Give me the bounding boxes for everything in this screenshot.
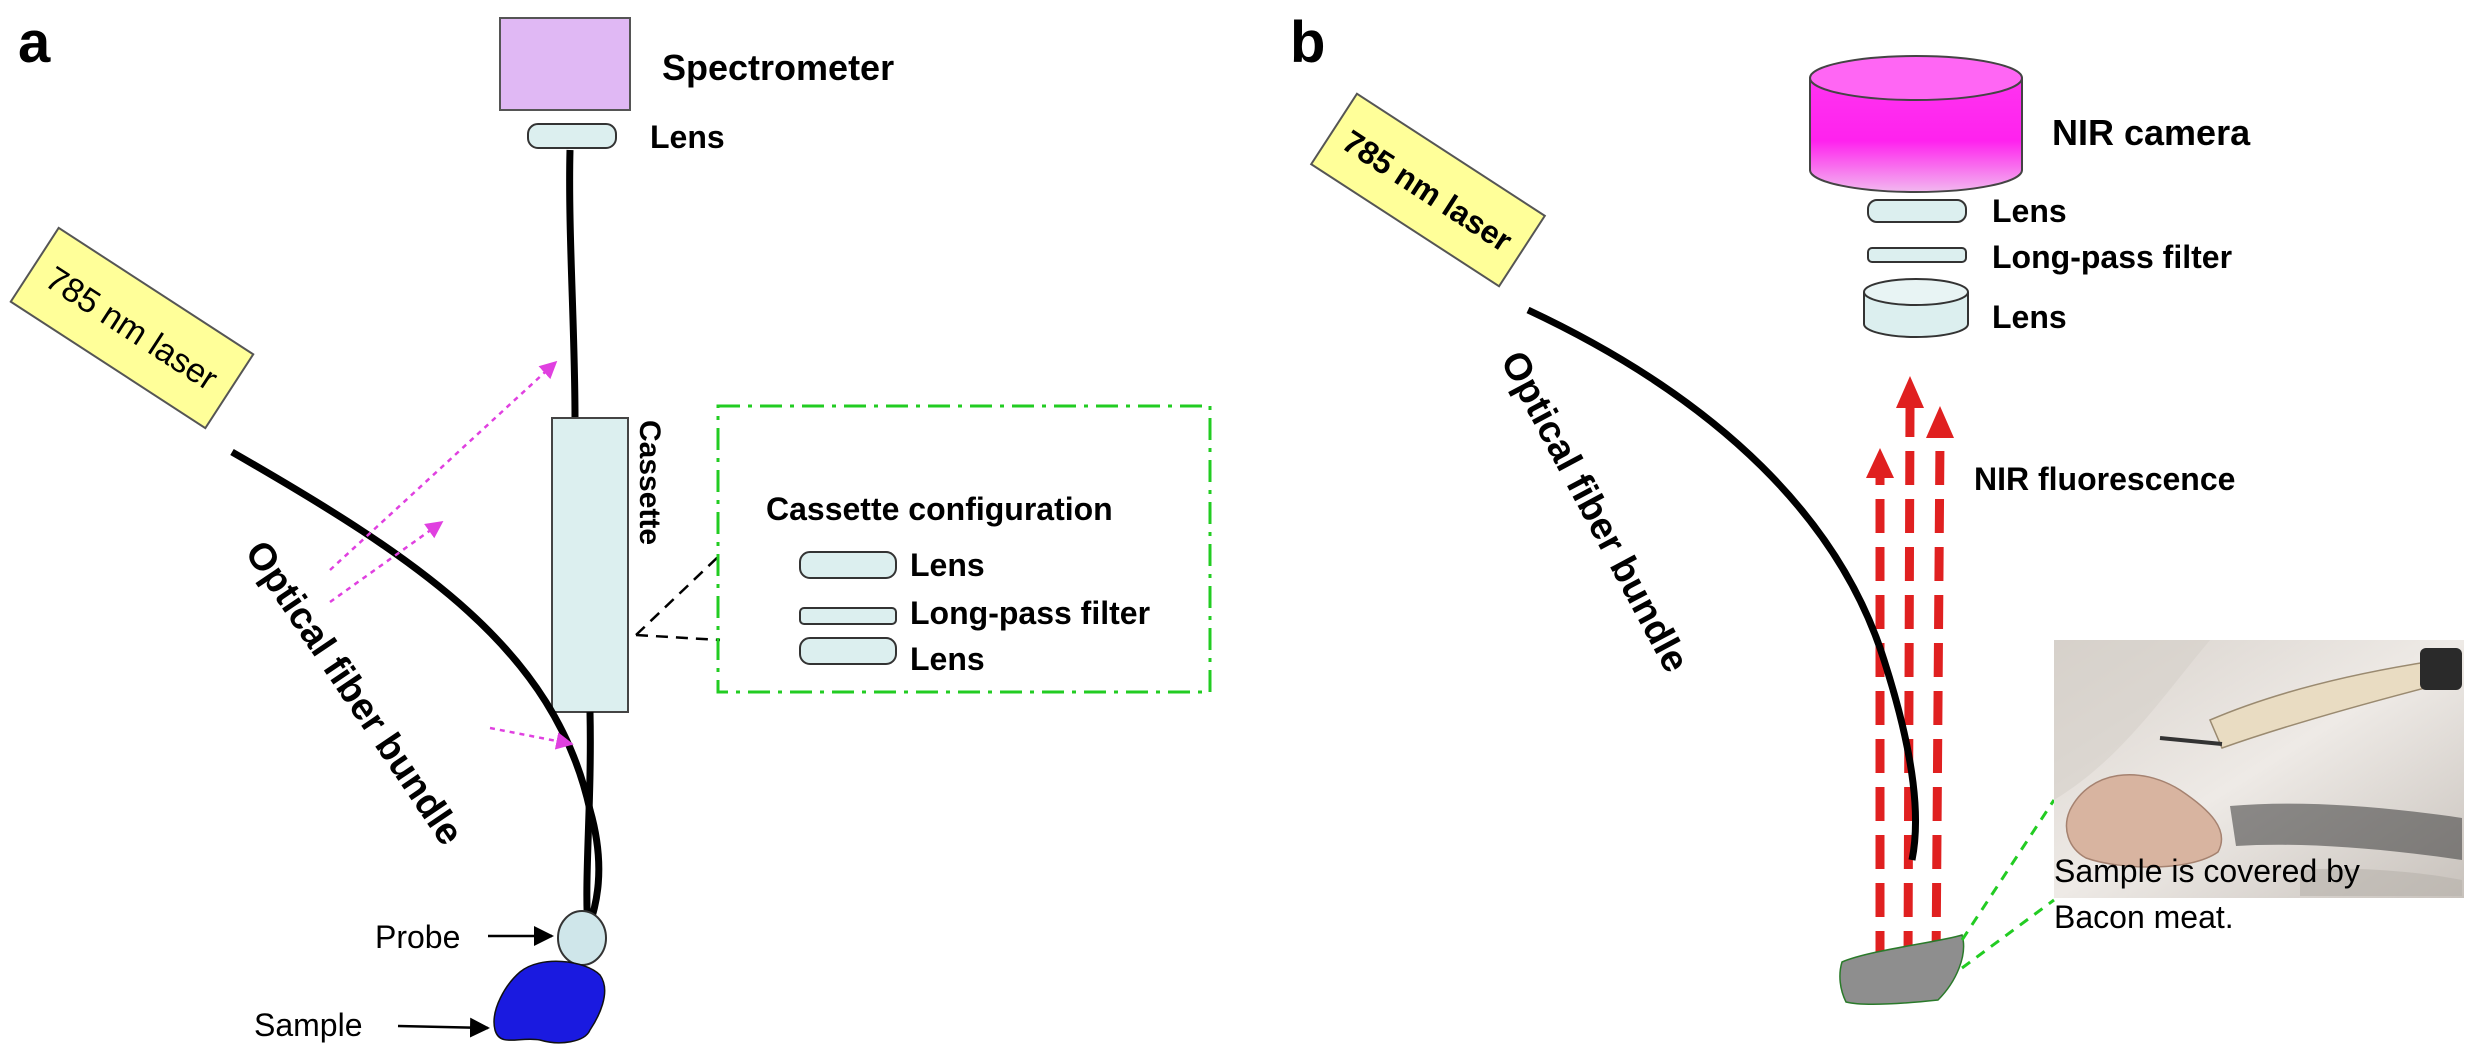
config-leader-2: [635, 633, 721, 642]
spectrometer-lens-label: Lens: [650, 119, 725, 155]
camera-optic-3: Lens: [1992, 299, 2067, 335]
camera-lens-2-top: [1863, 278, 1969, 306]
camera-optic-1: Lens: [1992, 193, 2067, 229]
nir-camera: [1809, 78, 2023, 193]
spectrometer-box: [499, 17, 631, 111]
nir-camera-label: NIR camera: [2052, 112, 2251, 153]
optical-fiber-bundle-a: [230, 448, 603, 931]
laser-box-a: [9, 226, 255, 430]
camera-optic-2: Long-pass filter: [1992, 239, 2232, 275]
config-item-2: Long-pass filter: [910, 595, 1150, 631]
config-lens-2: [799, 637, 897, 665]
config-lens-1: [799, 551, 897, 579]
panel-b-label: b: [1290, 10, 1325, 75]
panel-a-label: a: [18, 10, 51, 75]
pink-arrow-2: [329, 520, 444, 604]
nir-camera-top: [1809, 55, 2023, 101]
sample-label: Sample: [254, 1007, 363, 1043]
sample-note-line2: Bacon meat.: [2054, 899, 2234, 935]
config-item-3: Lens: [910, 641, 985, 677]
spectrometer-lens: [527, 123, 617, 149]
cassette-config-box: [716, 404, 1212, 694]
probe: [557, 910, 607, 966]
cassette-label: Cassette: [633, 420, 666, 545]
camera-filter: [1867, 247, 1967, 263]
laser-box-b: [1309, 92, 1547, 288]
spectrometer-label: Spectrometer: [662, 47, 894, 88]
panel-a: a Spectrometer Lens Cassette 785 nm lase…: [9, 10, 1212, 1044]
config-item-1: Lens: [910, 547, 985, 583]
config-leader-1: [635, 554, 721, 636]
sample-photo: [2054, 640, 2464, 898]
cassette-config-title: Cassette configuration: [766, 491, 1113, 527]
photo-leader-1: [1960, 799, 2056, 941]
fluorescence-arrows: [1866, 376, 1954, 966]
photo-leader-2: [1961, 898, 2055, 970]
config-filter: [799, 607, 897, 625]
fiber-upper: [566, 149, 579, 419]
sample-blob: [493, 960, 606, 1044]
camera-lens-1: [1867, 199, 1967, 223]
sample-note-line1: Sample is covered by: [2054, 853, 2360, 889]
panel-b: b NIR camera Lens Long-pass filter Lens …: [1290, 10, 2464, 1005]
fiber-label-b: Optical fiber bundle: [1492, 345, 1697, 680]
sample-arrow: [397, 1017, 490, 1038]
probe-label: Probe: [375, 919, 460, 955]
pink-arrow-1: [329, 360, 558, 571]
optical-fiber-bundle-b: [1526, 306, 1920, 861]
fluorescence-label: NIR fluorescence: [1974, 461, 2235, 497]
gray-sample: [1839, 934, 1965, 1005]
cassette-box: [551, 417, 629, 713]
pink-arrow-3: [489, 726, 574, 750]
fiber-lower: [583, 711, 594, 931]
